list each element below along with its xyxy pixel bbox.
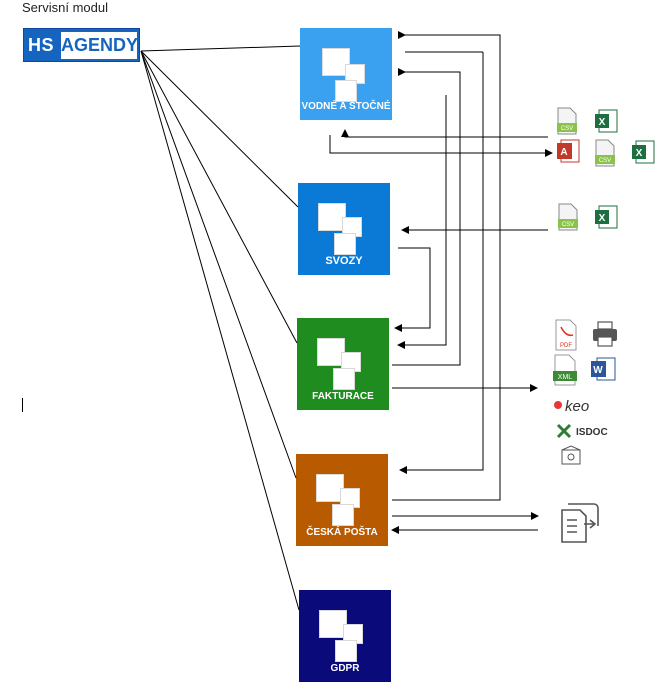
access-icon: A — [557, 139, 580, 163]
csv-file-icon: CSV — [595, 139, 615, 167]
svg-text:keo: keo — [565, 398, 589, 415]
svg-text:CSV: CSV — [562, 222, 574, 228]
module-fakturace[interactable]: FAKTURACE — [297, 318, 389, 410]
svg-text:CSV: CSV — [599, 158, 611, 164]
svg-text:X: X — [599, 117, 606, 128]
svg-text:PDF: PDF — [560, 343, 572, 349]
connector-vodne-fakturace — [397, 95, 447, 349]
text-cursor — [22, 398, 23, 412]
connector-logo-posta — [140, 50, 297, 479]
module-label: FAKTURACE — [312, 391, 374, 402]
connector-fakturace-vodne — [392, 68, 461, 366]
document-transfer-icon — [561, 503, 599, 543]
csv-file-icon: CSV — [557, 107, 577, 135]
connector-to-posta — [399, 52, 484, 474]
connector-logo-gdpr — [140, 50, 300, 611]
keo-logo-icon: keo — [554, 398, 589, 415]
connector-posta-vodne — [392, 31, 501, 501]
email-envelope-icon — [561, 445, 581, 465]
module-gdpr[interactable]: GDPR — [299, 590, 391, 682]
svg-text:X: X — [599, 213, 606, 224]
isdoc-icon: ISDOC — [556, 423, 608, 439]
connector-logo-svozy — [140, 50, 299, 208]
module-label: SVOZY — [325, 255, 363, 267]
svg-text:XML: XML — [558, 374, 573, 381]
module-label: GDPR — [330, 663, 360, 674]
module-label: ČESKÁ POŠTA — [306, 527, 378, 538]
page-title: Servisní modul — [22, 0, 108, 15]
module-svozy[interactable]: SVOZY — [298, 183, 390, 275]
connector-logo-vodne — [140, 45, 301, 52]
connector-export-vodne — [329, 135, 553, 157]
logo-hs-text: HS — [28, 35, 55, 55]
module-ceska-posta[interactable]: ČESKÁ POŠTA — [296, 454, 388, 546]
pdf-icon: PDF — [555, 319, 577, 351]
svg-text:A: A — [560, 147, 567, 158]
module-vodne-a-stocne[interactable]: VODNÉ A STOČNÉ — [300, 28, 392, 120]
connector-svozy-fakturace — [394, 247, 431, 332]
connector-import-vodne — [341, 129, 548, 138]
logo-agendy-text: AGENDY — [61, 32, 138, 59]
excel-icon: X — [595, 205, 618, 229]
word-icon: W — [591, 357, 616, 381]
printer-icon — [593, 321, 617, 347]
module-label: VODNÉ A STOČNÉ — [301, 101, 391, 112]
xml-file-icon: XML — [553, 354, 577, 386]
excel-icon: X — [632, 140, 655, 164]
svg-text:W: W — [593, 365, 603, 376]
hs-agendy-logo: HS AGENDY — [23, 28, 140, 62]
svg-text:CSV: CSV — [561, 126, 573, 132]
svg-text:X: X — [636, 148, 643, 159]
excel-icon: X — [595, 109, 618, 133]
connector-logo-fakturace — [140, 50, 298, 344]
csv-file-icon: CSV — [558, 203, 578, 231]
svg-text:ISDOC: ISDOC — [576, 427, 608, 438]
